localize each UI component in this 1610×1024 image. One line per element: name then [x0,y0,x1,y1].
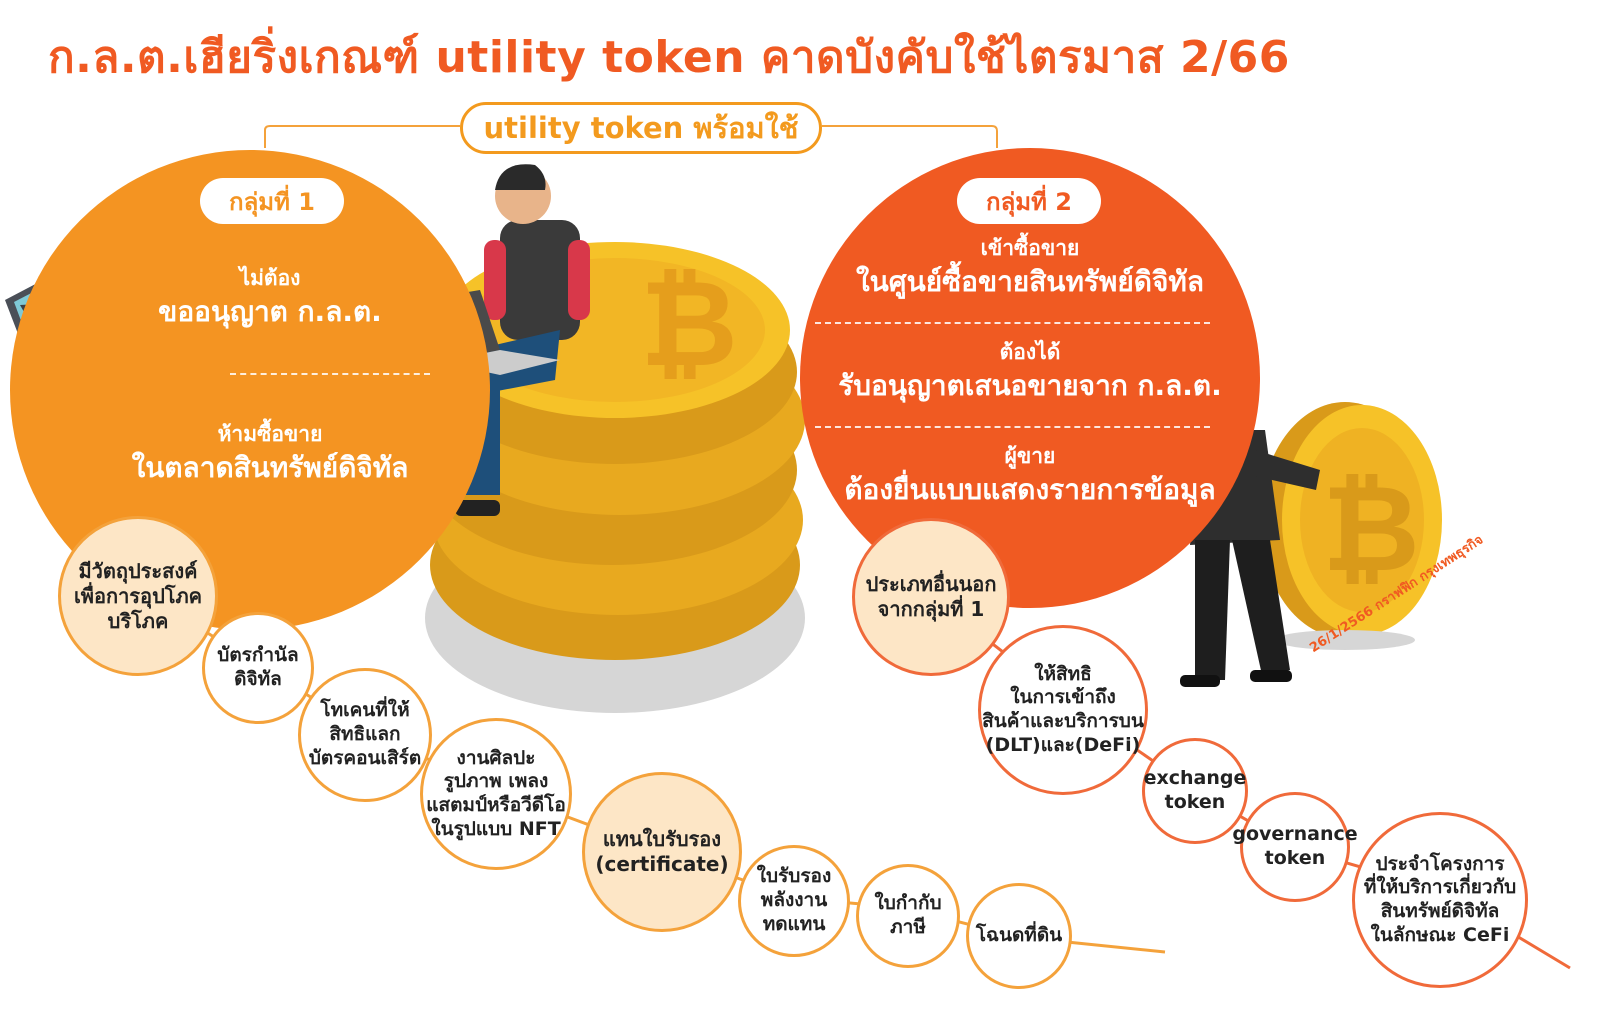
group1-no-license-small: ไม่ต้อง [239,266,301,290]
group2-trade-small: เข้าซื้อขาย [980,236,1080,260]
group2-license-small: ต้องได้ [999,340,1061,364]
group1-start-node: มีวัตถุประสงค์เพื่อการอุปโภคบริโภค [58,516,218,676]
group1-divider [230,373,430,375]
bitcoin-symbol-big-coin: ₿ [1322,460,1420,599]
group2-seller-big: ต้องยื่นแบบแสดงรายการข้อมูล [844,473,1216,506]
group2-circle [800,148,1260,608]
group2-trade-big: ในศูนย์ซื้อขายสินทรัพย์ดิจิทัล [855,265,1205,298]
group2-node-cefi-project: ประจำโครงการที่ให้บริการเกี่ยวกับสินทรัพ… [1352,812,1528,988]
group2-divider-1 [815,322,1210,324]
page-title: ก.ล.ต.เฮียริ่งเกณฑ์ utility token คาดบัง… [48,32,1290,83]
bracket-right-line [822,125,998,148]
utility-token-ready-pill: utility token พร้อมใช้ [460,102,822,154]
group1-node-renewable: ใบรับรองพลังงานทดแทน [738,845,850,957]
group1-no-trade-small: ห้ามซื้อขาย [217,422,323,446]
group1-node-tax-invoice: ใบกำกับภาษี [856,864,960,968]
group1-node-land-deed: โฉนดที่ดิน [966,883,1072,989]
group2-label: กลุ่มที่ 2 [957,178,1101,224]
group2-node-access-rights: ให้สิทธิในการเข้าถึงสินค้าและบริการบน(DL… [978,625,1148,795]
group1-no-license-big: ขออนุญาต ก.ล.ต. [158,295,382,328]
bracket-left-line [264,125,460,148]
group1-no-trade-big: ในตลาดสินทรัพย์ดิจิทัล [131,451,409,484]
group2-start-node: ประเภทอื่นนอกจากกลุ่มที่ 1 [852,518,1010,676]
group1-node-concert: โทเคนที่ให้สิทธิแลกบัตรคอนเสิร์ต [298,668,432,802]
group1-node-certificate: แทนใบรับรอง(certificate) [582,772,742,932]
group2-seller-small: ผู้ขาย [1004,444,1056,468]
man-pushing-coin-icon: ₿ [1180,388,1442,687]
group2-license-big: รับอนุญาตเสนอขายจาก ก.ล.ต. [838,369,1222,402]
group2-divider-2 [815,426,1210,428]
group1-node-voucher: บัตรกำนัลดิจิทัล [202,612,314,724]
group1-label: กลุ่มที่ 1 [200,178,344,224]
group1-node-nft: งานศิลปะรูปภาพ เพลงแสตมป์หรือวีดีโอในรูป… [420,718,572,870]
bitcoin-symbol-stack: ₿ [640,255,738,394]
